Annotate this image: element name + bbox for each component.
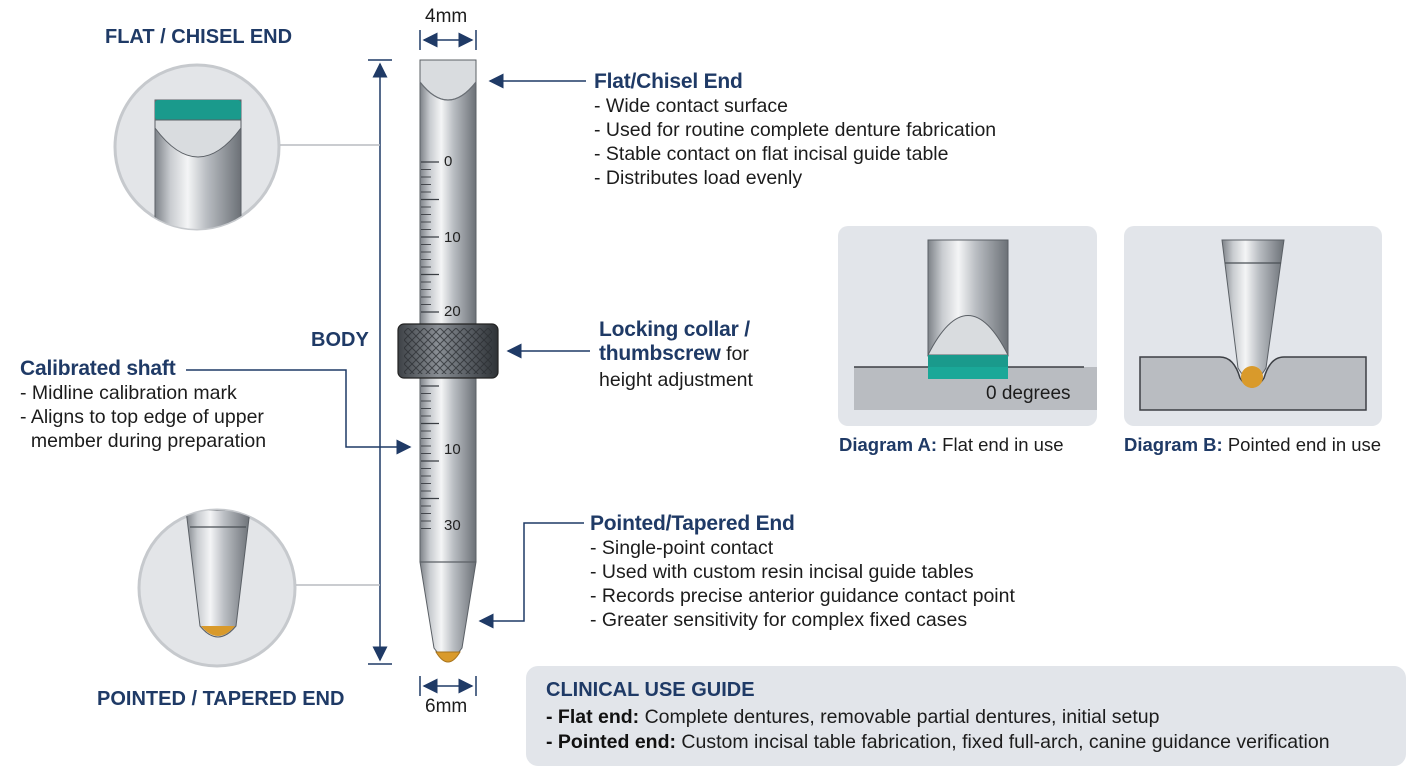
diagram-a-flat-end xyxy=(838,226,1097,426)
guide-line-pointed: - Pointed end: Custom incisal table fabr… xyxy=(546,731,1330,754)
guide-line-pointed-bold: - Pointed end: xyxy=(546,731,676,753)
scale-label: 20 xyxy=(444,303,461,320)
scale-label: 10 xyxy=(444,229,461,246)
collar-callout-rest: for xyxy=(720,343,749,365)
shaft-callout-line: - Aligns to top edge of upper xyxy=(20,406,264,428)
collar-callout-bold: thumbscrew xyxy=(599,342,721,365)
shaft-callout-line: - Midline calibration mark xyxy=(20,382,237,404)
diagram-b-caption: Diagram B: Pointed end in use xyxy=(1124,434,1381,456)
flat-end-callout-line: - Used for routine complete denture fabr… xyxy=(594,119,997,141)
pointed-end-callout-line: - Used with custom resin incisal guide t… xyxy=(590,561,974,583)
clinical-use-guide: CLINICAL USE GUIDE - Flat end: Complete … xyxy=(526,666,1406,766)
bottom-width-label: 6mm xyxy=(425,696,468,717)
scale-label: 10 xyxy=(444,441,461,458)
diagram-a-angle-label: 0 degrees xyxy=(986,383,1071,404)
top-width-label: 4mm xyxy=(425,6,468,27)
pointed-end-callout-line: - Records precise anterior guidance cont… xyxy=(590,585,1015,607)
guide-line-flat: - Flat end: Complete dentures, removable… xyxy=(546,706,1159,729)
collar-callout-title: Locking collar / xyxy=(599,318,750,341)
calibration-scale xyxy=(421,161,439,529)
body-length-dimension xyxy=(368,59,392,665)
diagram-a-caption-rest: Flat end in use xyxy=(937,434,1064,455)
scale-label: 0 xyxy=(444,153,453,170)
flat-end-callout-line: - Distributes load evenly xyxy=(594,167,803,189)
flat-end-callout-line: - Stable contact on flat incisal guide t… xyxy=(594,143,949,165)
flat-end-callout: Flat/Chisel End - Wide contact surface -… xyxy=(594,70,996,190)
pointed-end-zoom xyxy=(137,508,380,668)
body-label: BODY xyxy=(311,329,369,351)
scale-label: 30 xyxy=(444,517,461,534)
flat-end-callout-title: Flat/Chisel End xyxy=(594,70,743,93)
shaft-callout-title: Calibrated shaft xyxy=(20,357,176,380)
flat-end-callout-line: - Wide contact surface xyxy=(594,95,788,117)
shaft-callout: Calibrated shaft - Midline calibration m… xyxy=(20,357,266,453)
callout-arrows xyxy=(186,73,590,629)
incisal-pin xyxy=(397,59,499,663)
shaft-callout-line: member during preparation xyxy=(20,430,267,452)
pointed-end-callout-line: - Single-point contact xyxy=(590,537,774,559)
diagram-b-pointed-end xyxy=(1124,226,1382,426)
pointed-end-heading: POINTED / TAPERED END xyxy=(97,688,345,710)
diagram-b-caption-bold: Diagram B: xyxy=(1124,434,1223,455)
guide-line-flat-bold: - Flat end: xyxy=(546,706,640,728)
diagram-a-caption: Diagram A: Flat end in use xyxy=(839,434,1064,456)
collar-callout-line: height adjustment xyxy=(599,369,753,391)
guide-line-flat-rest: Complete dentures, removable partial den… xyxy=(639,706,1160,728)
guide-title: CLINICAL USE GUIDE xyxy=(546,679,755,701)
collar-callout: Locking collar / thumbscrew for height a… xyxy=(599,318,753,392)
pointed-end-callout: Pointed/Tapered End - Single-point conta… xyxy=(590,512,1015,632)
diagram-a-caption-bold: Diagram A: xyxy=(839,434,938,455)
guide-line-pointed-rest: Custom incisal table fabrication, fixed … xyxy=(676,731,1330,753)
flat-end-zoom xyxy=(113,63,380,231)
diagram-b-caption-rest: Pointed end in use xyxy=(1222,434,1382,455)
flat-end-heading: FLAT / CHISEL END xyxy=(105,26,293,48)
top-width-dimension xyxy=(419,30,477,50)
pointed-end-callout-title: Pointed/Tapered End xyxy=(590,512,795,535)
pointed-end-callout-line: - Greater sensitivity for complex fixed … xyxy=(590,609,968,631)
bottom-width-dimension xyxy=(419,676,477,696)
